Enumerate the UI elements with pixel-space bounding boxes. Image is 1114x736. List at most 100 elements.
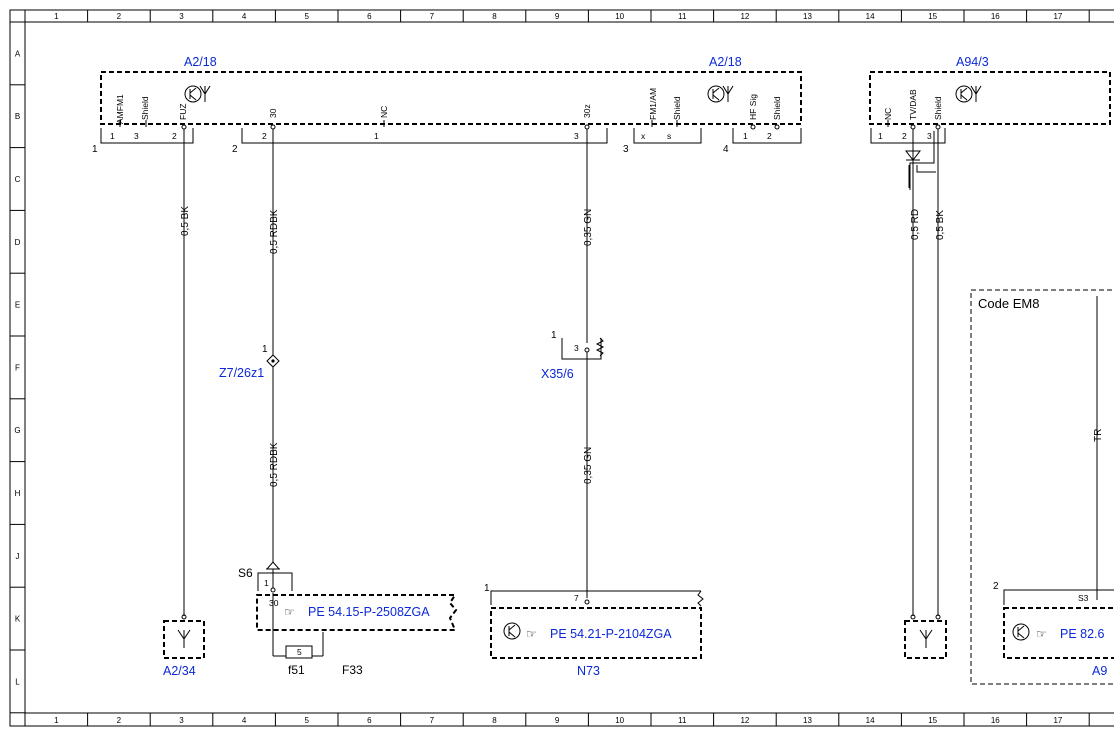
- filter-triangle-icon: [904, 150, 922, 161]
- connector-2-pin: 3: [574, 131, 579, 141]
- connector-2-pin: 1: [374, 131, 379, 141]
- column-label: 6: [367, 12, 372, 21]
- column-label: 7: [430, 12, 435, 21]
- x35-6-connector-number: 1: [551, 330, 557, 341]
- fuse-rating: 5: [297, 647, 302, 657]
- column-grid: 1122334455667788991010111112121313141415…: [24, 10, 1090, 726]
- wire-label-30z-upper: 0,35 GN: [583, 209, 594, 246]
- row-label: B: [15, 112, 20, 121]
- column-label: 12: [740, 12, 749, 21]
- column-label: 15: [928, 12, 937, 21]
- connector-4-bracket: [732, 128, 802, 144]
- amplifier-icon: [1012, 623, 1030, 641]
- column-label: 14: [866, 12, 875, 21]
- connector-2-bracket: [241, 128, 608, 144]
- column-label: 5: [304, 12, 309, 21]
- column-label: 17: [1053, 12, 1062, 21]
- x35-6-label: X35/6: [541, 367, 574, 381]
- fuse-connector-bracket: [257, 572, 293, 591]
- splice-icon: [266, 354, 280, 368]
- fuse-box-f33: [256, 594, 458, 631]
- column-label: 6: [367, 716, 372, 725]
- pin-label-shield: Shield: [140, 96, 150, 120]
- n73-pin: 7: [574, 593, 579, 603]
- column-label: 15: [928, 716, 937, 725]
- a9-label-partial: A9: [1092, 664, 1107, 678]
- a94-3-module-box: [869, 71, 1111, 125]
- pin-label-hfsig: HF Sig: [748, 94, 758, 120]
- pin-label-amfm1: AMFM1: [115, 94, 125, 124]
- splice-pin: 1: [262, 344, 268, 355]
- amplifier-icon: [184, 85, 211, 103]
- column-label: 17: [1053, 716, 1062, 725]
- pin-label-30: 30: [268, 108, 278, 118]
- code-em8-box: [970, 289, 1114, 685]
- a94-connector-pin: 1: [878, 131, 883, 141]
- pin-label-tvdab: TV/DAB: [908, 89, 918, 120]
- code-em8-label: Code EM8: [978, 296, 1039, 311]
- f33-label: F33: [342, 663, 363, 677]
- pin-label-fuz: FUZ: [178, 103, 188, 120]
- column-label: 3: [179, 716, 184, 725]
- connector-3-pin: x: [641, 131, 646, 141]
- column-label: 9: [555, 716, 560, 725]
- wire-label-tr: TR: [1093, 429, 1104, 442]
- connector-1-bracket: [100, 128, 194, 144]
- column-label: 11: [678, 12, 687, 21]
- connector-3-bracket: [633, 128, 702, 144]
- f51-label: f51: [288, 663, 305, 677]
- a2-34-label: A2/34: [163, 664, 196, 678]
- a2-18-left-label: A2/18: [184, 55, 217, 69]
- connector-4-pin: 2: [767, 131, 772, 141]
- wire-label-30-upper: 0,5 RDBK: [269, 209, 280, 254]
- pin-label-shield: Shield: [672, 96, 682, 120]
- column-label: 4: [242, 12, 247, 21]
- connector-1-pin: 2: [172, 131, 177, 141]
- em8-connector-bracket: [1003, 589, 1114, 605]
- column-label: 10: [615, 716, 624, 725]
- column-label: 10: [615, 12, 624, 21]
- row-label: F: [15, 363, 20, 372]
- connector-1-pin: 1: [110, 131, 115, 141]
- wire-label-30-lower: 0,5 RDBK: [269, 442, 280, 487]
- pin-label-shield: Shield: [933, 96, 943, 120]
- connector-4-pin: 1: [743, 131, 748, 141]
- pin-label-nc: NC: [883, 108, 893, 120]
- em8-reference-link[interactable]: PE 82.6: [1060, 627, 1105, 641]
- fuse-reference-link[interactable]: PE 54.15-P-2508ZGA: [308, 605, 430, 619]
- column-label: 4: [242, 716, 247, 725]
- a94-connector-pin: 3: [927, 131, 932, 141]
- connector-1-pin: 3: [134, 131, 139, 141]
- fuse-connector-label: 1: [264, 578, 269, 588]
- em8-pin: S3: [1078, 593, 1089, 603]
- a2-34-antenna-box: [163, 620, 205, 659]
- connector-4-label: 4: [723, 144, 729, 155]
- a94-3-label: A94/3: [956, 55, 989, 69]
- row-label: H: [15, 489, 21, 498]
- amplifier-icon: [707, 85, 734, 103]
- column-label: 12: [740, 716, 749, 725]
- column-label: 1: [54, 12, 59, 21]
- a94-connector-bracket: [870, 128, 946, 144]
- em8-module-box: [1003, 607, 1114, 659]
- connector-arrow: [266, 561, 280, 570]
- row-label: C: [15, 175, 21, 184]
- row-label: A: [15, 49, 21, 58]
- column-label: 16: [991, 12, 1000, 21]
- wire-label-30z-lower: 0,35 GN: [583, 447, 594, 484]
- row-label: K: [15, 615, 21, 624]
- column-label: 5: [304, 716, 309, 725]
- n73-reference-link[interactable]: PE 54.21-P-2104ZGA: [550, 627, 672, 641]
- a94-connector-pin: 2: [902, 131, 907, 141]
- n73-connector-number: 1: [484, 583, 490, 594]
- fuse-pin-30: 30: [269, 598, 279, 608]
- em8-connector-number: 2: [993, 581, 999, 592]
- pin-label-shield: Shield: [772, 96, 782, 120]
- connector-3-pin: s: [667, 131, 671, 141]
- row-label: J: [16, 552, 20, 561]
- column-label: 1: [54, 716, 59, 725]
- frame-outer: [9, 9, 1114, 727]
- x35-6-connector: [561, 338, 602, 360]
- column-label: 13: [803, 12, 812, 21]
